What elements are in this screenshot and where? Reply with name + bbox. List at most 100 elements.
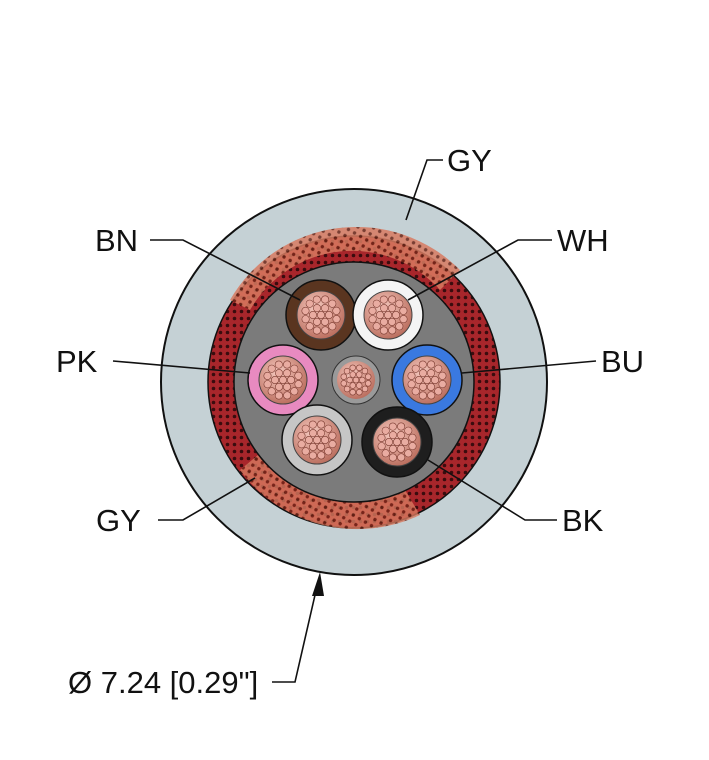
conductor-strand [397,453,406,462]
conductor-strand [388,444,397,453]
conductor-strand [274,391,283,400]
conductor-strand [381,449,390,458]
conductor-strand [422,375,431,384]
conductor-strand [283,360,292,369]
label-pink: PK [56,344,98,379]
conductor-strand [388,326,397,335]
conductor-strand [379,326,388,335]
label-grey: GY [96,503,141,538]
conductor-strand [274,360,283,369]
conductor-strand [321,295,330,304]
conductor-strand [332,315,341,324]
conductor-strand [301,447,310,456]
dimension-leader [272,581,319,683]
conductor-strand [418,382,427,391]
conductor-strand [384,437,393,446]
conductor-strand [404,449,413,458]
conductor-strand [328,431,337,440]
conductor-strand [404,426,413,435]
conductor-strand [301,306,310,315]
conductor-strand [297,431,306,440]
conductor-strand [381,426,390,435]
conductor-strand [301,424,310,433]
conductor-strand [308,420,317,429]
conductor-strand [290,364,299,373]
conductor-strand [408,433,417,442]
conductor-strand [320,317,329,326]
conductor-strand [308,451,317,460]
braid-shield-highlight-lower [240,455,420,530]
conductor-strand [290,387,299,396]
conductor-strand [308,429,317,438]
label-black: BK [562,503,604,538]
leader-pink [112,360,251,374]
conductor-strand [379,317,388,326]
conductor-strand [328,299,337,308]
conductor-strand [328,440,337,449]
conductor-strand [356,389,363,396]
conductor-strand [426,369,435,378]
conductor-strand [312,304,321,313]
leader-lines [112,159,597,683]
conductor-strand [379,304,388,313]
conductor-strand [387,317,396,326]
conductor-strand [321,326,330,335]
conductor-strand [427,360,436,369]
conductor-strand [263,380,272,389]
conductor-strand [270,375,279,384]
conductor-strand [361,385,369,393]
label-white: WH [557,223,609,258]
conductor-strand [356,364,363,371]
core-blue [391,344,463,416]
label-blue: BU [601,344,644,379]
conductor-strand [343,367,351,375]
conductor-strand [301,315,310,324]
conductor-strand [377,442,386,451]
conductor-strand [308,310,317,319]
conductor-strand [312,435,321,444]
leader-black [427,459,557,521]
core-black [361,406,433,478]
core-brown [285,279,357,351]
conductor-strand [395,299,404,308]
conductor-strand [320,435,329,444]
conductor-strand [305,299,314,308]
conductor-strand [305,322,314,331]
conductor-strand [383,310,392,319]
conductor-strand [267,387,276,396]
conductor-strand [340,380,347,387]
conductor-strand [400,437,409,446]
conductor-strand [324,424,333,433]
conductor-strand [361,367,369,375]
label-outer-jacket: GY [447,143,492,178]
dimension-label: Ø 7.24 [0.29"] [68,665,258,700]
conductor-strand [368,315,377,324]
conductor-strand [304,435,313,444]
conductor-strand [324,447,333,456]
conductor-strand [414,375,423,384]
conductor-strand [294,380,303,389]
conductor-strand [395,322,404,331]
conductor-strand [418,391,427,400]
conductor-strand [343,385,351,393]
conductor-strand [411,364,420,373]
conductor-strand [397,422,406,431]
conductor-strand [294,371,303,380]
conductor-strand [396,431,405,440]
conductor-strand [359,376,366,384]
conductor-strand [418,360,427,369]
leader-brown [150,239,301,301]
conductor-strand [332,306,341,315]
conductor-strand [263,371,272,380]
conductor-strand [426,382,435,391]
leader-blue [461,360,597,374]
conductor-strand [372,322,381,331]
conductor-strand [388,453,397,462]
conductor-strand [375,310,384,319]
conductor-strand [286,375,295,384]
conductor-strand [297,440,306,449]
conductor-strand [274,382,283,391]
conductor-strand [349,364,356,371]
conductor-strand [391,310,400,319]
